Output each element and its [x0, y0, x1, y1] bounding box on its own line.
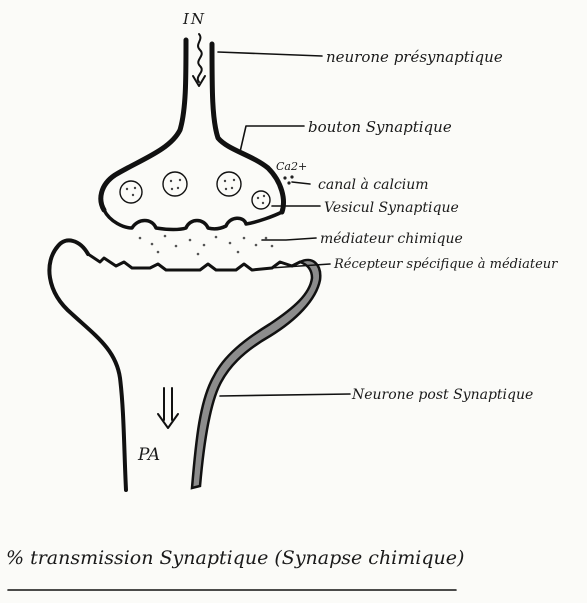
action-potential-arrow [157, 387, 179, 429]
leader-canal [291, 181, 311, 185]
vesicle [162, 171, 188, 197]
leader-postsynaptic [219, 393, 351, 397]
input-signal-arrow [196, 33, 203, 83]
leader-lines [217, 51, 351, 397]
leader-presynaptic [217, 51, 323, 57]
label-postsynaptic-neuron: Neurone post Synaptique [351, 387, 533, 403]
input-signal-arrowhead [192, 75, 206, 87]
postsynaptic-top-membrane [86, 252, 302, 272]
caption-title: % transmission Synaptique (Synapse chimi… [6, 547, 464, 569]
label-in: IN [182, 10, 206, 28]
label-presynaptic-neuron: neurone présynaptique [326, 48, 503, 66]
vesicle [119, 180, 143, 204]
label-synaptic-button: bouton Synaptique [308, 118, 452, 136]
calcium-ions [283, 175, 294, 185]
leader-recepteur [269, 263, 331, 269]
label-synaptic-vesicle: Vesicul Synaptique [324, 200, 459, 216]
label-calcium-ion: Ca2+ [276, 160, 307, 173]
postsynaptic-shaded-right [190, 258, 322, 490]
presynaptic-terminal-bottom [102, 208, 284, 232]
presynaptic-membrane-right [209, 41, 286, 215]
cleft-mediator-dots [138, 234, 274, 256]
label-action-potential: PA [137, 445, 160, 465]
leader-mediateur [261, 237, 317, 241]
leader-bouton [239, 125, 305, 153]
label-specific-receptor: Récepteur spécifique à médiateur [333, 257, 558, 272]
label-chemical-mediator: médiateur chimique [320, 231, 463, 247]
label-calcium-channel: canal à calcium [318, 177, 429, 193]
vesicle [216, 171, 242, 197]
vesicle [251, 190, 271, 210]
synaptic-vesicles [119, 171, 271, 210]
postsynaptic-membrane-left [47, 238, 128, 492]
presynaptic-membrane-left [98, 37, 189, 213]
